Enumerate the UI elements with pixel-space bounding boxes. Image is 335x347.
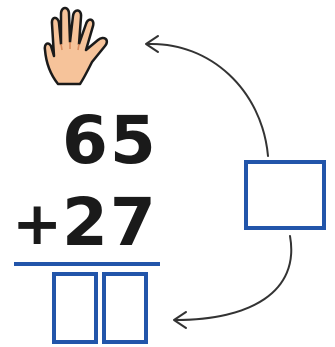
curved-arrow-icon (175, 235, 293, 321)
addend-bottom: 27 (62, 184, 158, 261)
addend-top: 65 (62, 102, 158, 179)
sum-line (14, 262, 160, 266)
open-hand-icon (43, 6, 109, 86)
plus-operator: + (12, 189, 65, 259)
ones-answer-box[interactable] (102, 272, 148, 344)
carry-answer-box[interactable] (244, 160, 326, 230)
tens-answer-box[interactable] (52, 272, 98, 344)
curved-arrow-icon (147, 42, 269, 157)
